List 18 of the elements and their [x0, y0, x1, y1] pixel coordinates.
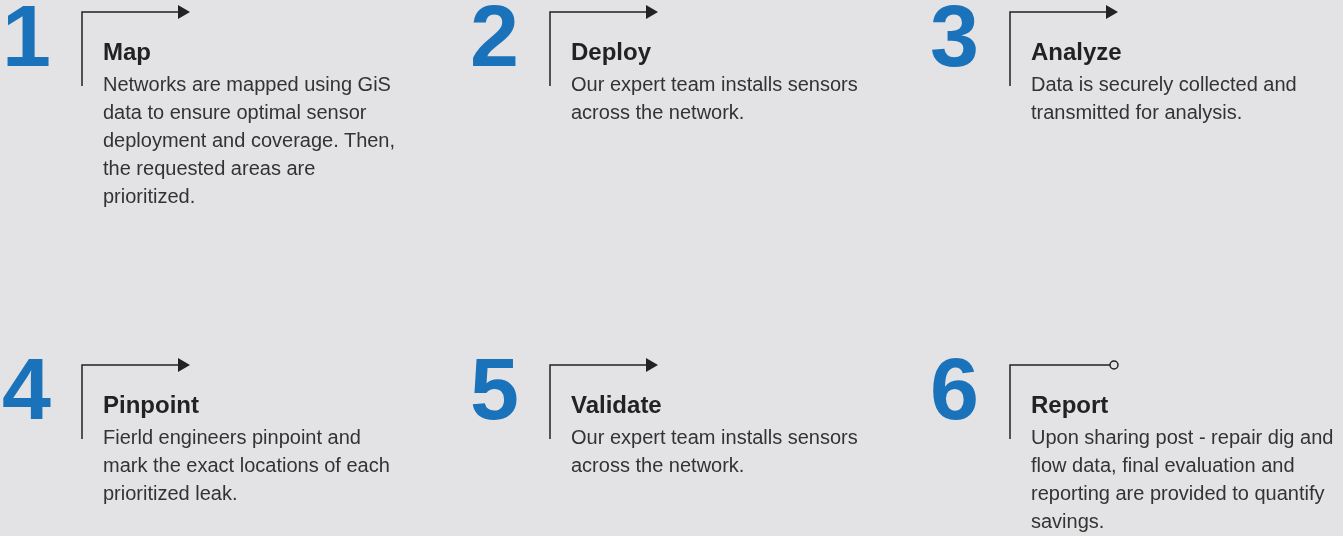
step-heading: Pinpoint: [103, 390, 199, 420]
step-description: Networks are mapped using GiS data to ensure optimal sensor deployment and coverage. Then, the requested areas are prioritized.: [103, 72, 397, 209]
step-heading: Analyze: [1031, 37, 1122, 67]
step-number: 2: [470, 0, 519, 80]
step-heading: Validate: [571, 390, 662, 420]
step-heading: Map: [103, 37, 151, 67]
step-description: Upon sharing post - repair dig and flow data, final evaluation and reporting are provided to quantify savings.: [1031, 425, 1335, 534]
step-number: 1: [2, 0, 51, 80]
step-heading: Deploy: [571, 37, 651, 67]
step-heading: Report: [1031, 390, 1109, 420]
step-number: 3: [930, 0, 979, 80]
step-number: 6: [930, 345, 979, 433]
step-description: Our expert team installs sensors across the network.: [571, 425, 859, 478]
step-description: Fierld engineers pinpoint and mark the exact locations of each prioritized leak.: [103, 425, 391, 506]
step-number: 4: [2, 345, 51, 433]
step-description: Data is securely collected and transmitted for analysis.: [1031, 72, 1298, 125]
step-number: 5: [470, 345, 519, 433]
step-description: Our expert team installs sensors across the network.: [571, 72, 859, 125]
